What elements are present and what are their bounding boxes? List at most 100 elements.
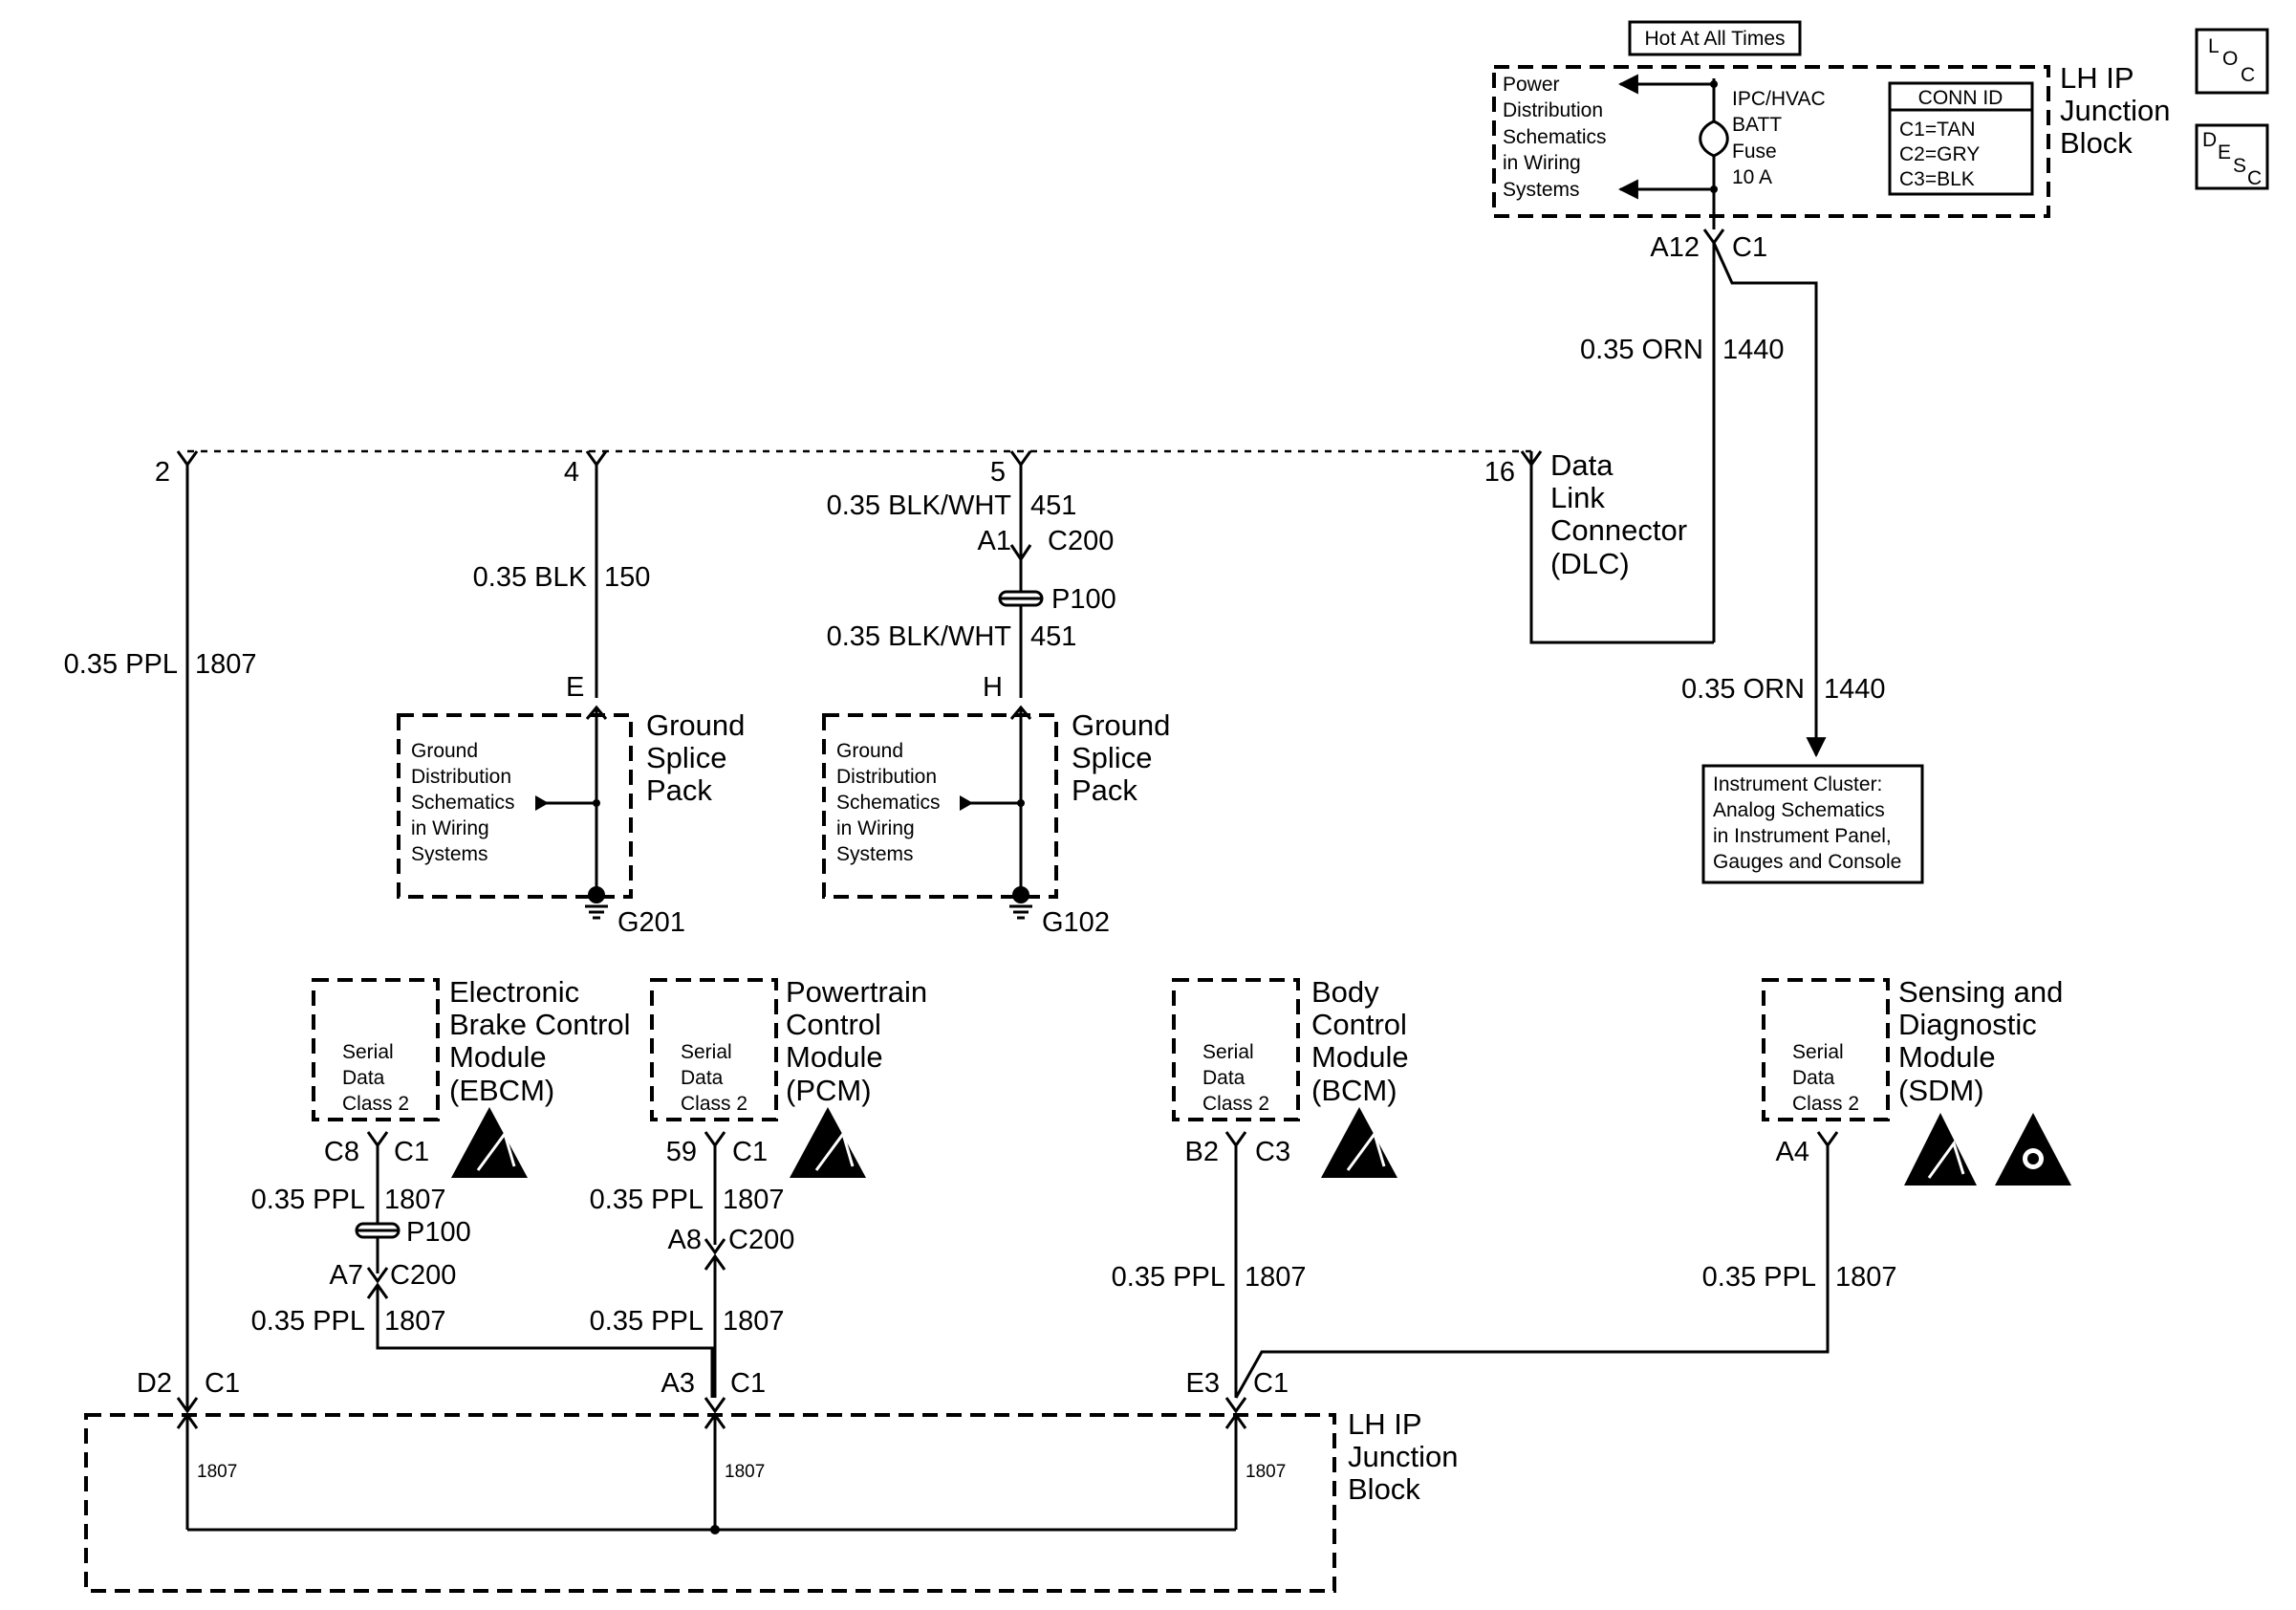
wire-circuit: 1440 — [1722, 335, 1785, 365]
module-name: Module — [1311, 1040, 1409, 1074]
c200-pin: A8 — [668, 1225, 702, 1255]
module-inner: Serial — [1202, 1041, 1254, 1063]
lh-ip-junction-block-top: Power Distribution Schematics in Wiring … — [1492, 61, 2170, 229]
ref-line: Analog Schematics — [1713, 799, 1885, 821]
ref-line: Instrument Cluster: — [1713, 773, 1882, 795]
fuse-line: BATT — [1732, 114, 1782, 136]
wire-circuit: 1440 — [1824, 674, 1886, 705]
module-name: (PCM) — [786, 1074, 872, 1107]
module-connector: C1 — [732, 1137, 768, 1167]
wire-gauge: 0.35 PPL — [590, 1306, 704, 1337]
wire-circuit: 1807 — [195, 649, 257, 680]
ref-line: Schematics — [836, 792, 941, 814]
module-name: Module — [449, 1040, 547, 1074]
ref-line: Distribution — [411, 766, 511, 788]
ground-splice-pack-g102: H Ground Distribution Schematics in Wiri… — [822, 672, 1170, 938]
wire-gauge: 0.35 PPL — [251, 1306, 365, 1337]
conn-c1-top: C1 — [1732, 232, 1767, 263]
ref-line: Schematics — [1503, 126, 1607, 148]
c200-label: C200 — [390, 1260, 456, 1291]
module-inner: Serial — [342, 1041, 394, 1063]
pack-label: Ground — [1072, 708, 1170, 742]
module-pin: A4 — [1776, 1137, 1809, 1167]
wire-circuit: 1807 — [1245, 1262, 1307, 1293]
module-name: Body — [1311, 975, 1379, 1009]
block-label: Junction — [1348, 1440, 1458, 1473]
ref-line: Schematics — [411, 792, 515, 814]
module-name: Control — [786, 1008, 881, 1041]
wire-gauge: 0.35 BLK — [473, 562, 588, 593]
p100-ebcm-passthrough: P100 — [355, 1217, 471, 1248]
block-label: LH IP — [2060, 61, 2134, 95]
hot-at-all-times-box: Hot At All Times — [1628, 20, 1802, 56]
c200-label: C200 — [728, 1225, 794, 1255]
ref-line: Distribution — [836, 766, 937, 788]
module-pin: B2 — [1185, 1137, 1219, 1167]
ref-line: Systems — [836, 843, 914, 865]
block-label: LH IP — [1348, 1407, 1422, 1441]
module-name: (SDM) — [1898, 1074, 1984, 1107]
p100-label: P100 — [406, 1217, 471, 1248]
wire-circuit: 1807 — [723, 1306, 785, 1337]
ref-line: Ground — [411, 740, 478, 762]
block-label: Junction — [2060, 94, 2170, 127]
pin-a12: A12 — [1650, 232, 1700, 263]
fuse-symbol — [1699, 120, 1729, 158]
block-pin: A3 — [661, 1368, 695, 1399]
svg-text:C: C — [2247, 167, 2262, 189]
wire-circuit: 1807 — [384, 1306, 446, 1337]
ground-id: G201 — [617, 907, 685, 938]
desc-icon[interactable]: D E S C — [2195, 123, 2269, 190]
wire-gauge: 0.35 BLK/WHT — [827, 621, 1012, 652]
wire-circuit: 150 — [604, 562, 650, 593]
loc-icon[interactable]: L O C — [2195, 28, 2269, 95]
conn-id-title: CONN ID — [1918, 87, 2004, 109]
block-pin: E3 — [1186, 1368, 1220, 1399]
wire-circuit: 1807 — [384, 1185, 446, 1215]
module-connector: C1 — [394, 1137, 429, 1167]
module-name: Powertrain — [786, 975, 927, 1009]
ref-line: Systems — [1503, 179, 1580, 201]
fuse-line: Fuse — [1732, 141, 1777, 163]
ref-line: in Wiring — [411, 817, 489, 839]
wire-circuit: 451 — [1030, 490, 1076, 521]
fuse-line: 10 A — [1732, 166, 1772, 188]
bus-circuit: 1807 — [197, 1462, 237, 1482]
ground-splice-pack-g201: E Ground Distribution Schematics in Wiri… — [397, 672, 745, 938]
wire-gauge: 0.35 ORN — [1681, 674, 1805, 705]
hot-at-all-times-label: Hot At All Times — [1644, 28, 1785, 50]
instrument-cluster-ref[interactable]: Instrument Cluster: Analog Schematics in… — [1701, 764, 1924, 884]
block-pin: D2 — [137, 1368, 172, 1399]
block-connector: C1 — [205, 1368, 240, 1399]
dlc-pin: 5 — [990, 457, 1006, 488]
ground-id: G102 — [1042, 907, 1110, 938]
wire-gauge: 0.35 ORN — [1580, 335, 1703, 365]
ref-line: Gauges and Console — [1713, 851, 1901, 873]
ref-line: in Instrument Panel, — [1713, 825, 1892, 847]
module-name: (BCM) — [1311, 1074, 1397, 1107]
svg-text:C: C — [2241, 64, 2255, 86]
module-inner: Class 2 — [342, 1093, 409, 1115]
dlc-label: Link — [1550, 481, 1605, 514]
module-bcm: Serial Data Class 2 Body Control Module … — [1172, 975, 1409, 1178]
block-label: Block — [2060, 126, 2133, 160]
conn-id-row: C3=BLK — [1899, 168, 1975, 190]
module-inner: Class 2 — [681, 1093, 747, 1115]
svg-text:S: S — [2233, 155, 2246, 177]
module-name: (EBCM) — [449, 1074, 554, 1107]
ref-line: in Wiring — [1503, 152, 1581, 174]
pack-label: Pack — [1072, 773, 1137, 807]
esd-warning-icon — [451, 1107, 528, 1178]
block-label: Block — [1348, 1472, 1420, 1506]
module-inner: Class 2 — [1792, 1093, 1859, 1115]
dlc-label: Connector — [1550, 513, 1687, 547]
dlc-label: Data — [1550, 448, 1614, 482]
conn-id-table: CONN ID C1=TAN C2=GRY C3=BLK — [1888, 81, 2034, 196]
svg-text:D: D — [2202, 129, 2217, 151]
conn-id-row: C1=TAN — [1899, 119, 1976, 141]
wire-gauge: 0.35 PPL — [590, 1185, 704, 1215]
bus-circuit: 1807 — [1245, 1462, 1286, 1482]
module-inner: Data — [1792, 1067, 1835, 1089]
pack-label: Ground — [646, 708, 745, 742]
